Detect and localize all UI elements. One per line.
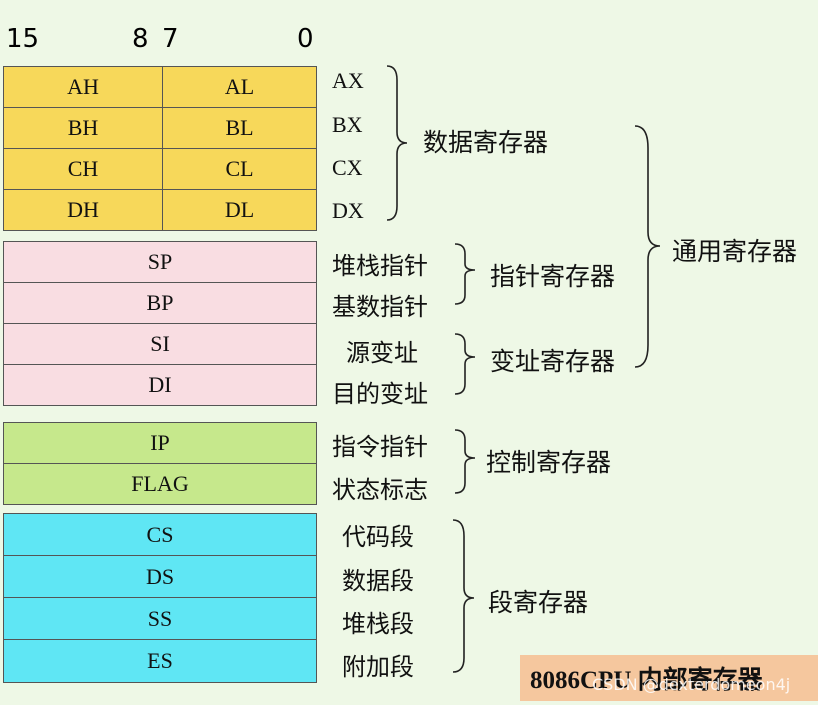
index-registers-label: 变址寄存器 xyxy=(490,347,616,376)
bit-8-label: 8 xyxy=(132,24,149,54)
register-dl: DL xyxy=(162,189,317,231)
watermark: CSDN @dexterdomeon4j xyxy=(592,675,791,694)
register-es: ES xyxy=(3,639,317,683)
data-registers-label: 数据寄存器 xyxy=(423,128,549,157)
register-di: DI xyxy=(3,364,317,406)
pointer-registers-brace xyxy=(454,243,476,305)
register-ax-label: AX xyxy=(332,68,364,93)
register-bl: BL xyxy=(162,107,317,149)
register-ss: SS xyxy=(3,597,317,640)
di-description: 目的变址 xyxy=(332,380,428,408)
register-ip: IP xyxy=(3,422,317,464)
bp-description: 基数指针 xyxy=(332,293,428,321)
register-bx-label: BX xyxy=(332,112,363,137)
register-al: AL xyxy=(162,66,317,108)
register-sp: SP xyxy=(3,241,317,283)
control-registers-label: 控制寄存器 xyxy=(486,448,612,477)
register-ah: AH xyxy=(3,66,163,108)
sp-description: 堆栈指针 xyxy=(332,252,428,280)
register-dh: DH xyxy=(3,189,163,231)
bit-0-label: 0 xyxy=(297,24,314,54)
diagram-title: 8086CPU 内部寄存器 xyxy=(520,655,818,701)
data-registers-brace xyxy=(386,65,408,221)
register-flag: FLAG xyxy=(3,463,317,505)
ip-description: 指令指针 xyxy=(332,433,428,461)
register-cl: CL xyxy=(162,148,317,190)
bit-7-label: 7 xyxy=(162,24,179,54)
si-description: 源变址 xyxy=(346,339,418,367)
pointer-registers-label: 指针寄存器 xyxy=(490,262,616,291)
segment-registers-brace xyxy=(452,519,475,673)
register-si: SI xyxy=(3,323,317,365)
register-cx-label: CX xyxy=(332,155,363,180)
register-bh: BH xyxy=(3,107,163,149)
index-registers-brace xyxy=(454,333,476,395)
general-registers-label: 通用寄存器 xyxy=(672,237,798,266)
bit-15-label: 15 xyxy=(6,24,40,54)
ds-description: 数据段 xyxy=(342,567,414,595)
ss-description: 堆栈段 xyxy=(342,610,414,638)
segment-registers-label: 段寄存器 xyxy=(488,588,589,617)
es-description: 附加段 xyxy=(342,653,414,681)
general-registers-brace xyxy=(634,125,661,368)
register-dx-label: DX xyxy=(332,198,364,223)
flag-description: 状态标志 xyxy=(332,476,428,504)
cs-description: 代码段 xyxy=(342,523,414,551)
control-registers-brace xyxy=(454,429,476,494)
